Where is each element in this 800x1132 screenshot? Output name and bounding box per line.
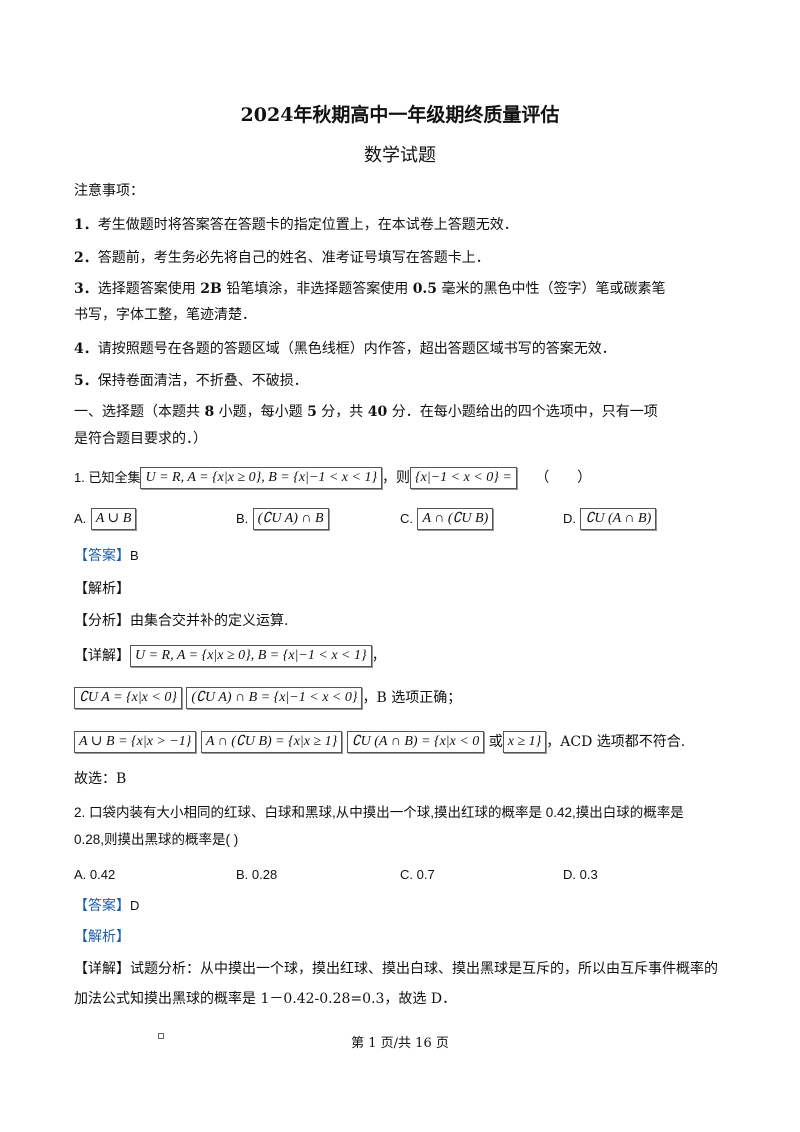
q1-detail-2: ∁U A = {x|x < 0} (∁U A) ∩ B = {x|−1 < x …: [74, 687, 461, 709]
q2-analysis-tag: 【解析】: [74, 929, 130, 945]
q1-fenxi: 【分析】由集合交并补的定义运算.: [74, 613, 289, 629]
q1-conclusion: 故选：B: [74, 771, 127, 787]
q1-formula-sets: U = R, A = {x|x ≥ 0}, B = {x|−1 < x < 1}: [140, 467, 383, 489]
q1-formula-target: {x|−1 < x < 0} =: [410, 467, 517, 489]
exam-title: 2024年秋期高中一年级期终质量评估: [240, 104, 560, 126]
section-1-heading: 一、选择题（本题共 8 小题，每小题 5 分，共 40 分．在每小题给出的四个选…: [74, 404, 658, 420]
note-4: 4．请按照题号在各题的答题区域（黑色线框）内作答，超出答题区域书写的答案无效．: [74, 341, 616, 357]
note-1: 1．考生做题时将答案答在答题卡的指定位置上，在本试卷上答题无效．: [74, 217, 518, 233]
notes-heading: 注意事项：: [74, 183, 144, 199]
q1-analysis-tag: 【解析】: [74, 581, 130, 597]
q2-option-a: A. 0.42: [74, 867, 116, 882]
q1-option-b: B. (∁U A) ∩ B: [236, 508, 329, 530]
q2-detail-2: 加法公式知摸出黑球的概率是 1－0.42-0.28=0.3，故选 D．: [74, 991, 457, 1007]
page-number: 第 1 页/共 16 页: [351, 1036, 449, 1051]
note-3-cont: 书写，字体工整，笔迹清楚．: [74, 307, 256, 323]
q1-option-a: A. A ∪ B: [74, 508, 137, 530]
q2-option-c: C. 0.7: [400, 867, 435, 882]
q1-detail-1: 【详解】U = R, A = {x|x ≥ 0}, B = {x|−1 < x …: [74, 645, 386, 667]
q1-detail-3: A ∪ B = {x|x > −1} A ∩ (∁U B) = {x|x ≥ 1…: [74, 731, 685, 753]
q2-option-d: D. 0.3: [563, 867, 598, 882]
q2-option-b: B. 0.28: [236, 867, 278, 882]
note-5: 5．保持卷面清洁，不折叠、不破损．: [74, 373, 308, 389]
section-1-heading-cont: 是符合题目要求的．）: [74, 431, 207, 447]
q2-answer: 【答案】D: [74, 898, 140, 914]
note-3: 3．选择题答案使用 2B 铅笔填涂，非选择题答案使用 0.5 毫米的黑色中性（签…: [74, 281, 666, 297]
q1-option-c: C. A ∩ (∁U B): [400, 508, 494, 530]
exam-subtitle: 数学试题: [364, 145, 436, 166]
q2-stem-1: 2. 口袋内装有大小相同的红球、白球和黑球,从中摸出一个球,摸出红球的概率是 0…: [74, 805, 684, 820]
q2-stem-2: 0.28,则摸出黑球的概率是( ): [74, 832, 239, 847]
q1-answer: 【答案】B: [74, 548, 139, 564]
note-2: 2．答题前，考生务必先将自己的姓名、准考证号填写在答题卡上．: [74, 250, 490, 266]
q2-detail-1: 【详解】试题分析：从中摸出一个球，摸出红球、摸出白球、摸出黑球是互斥的，所以由互…: [74, 961, 718, 977]
page-marker-icon: [158, 1033, 164, 1039]
q1-option-d: D. ∁U (A ∩ B): [563, 508, 657, 530]
